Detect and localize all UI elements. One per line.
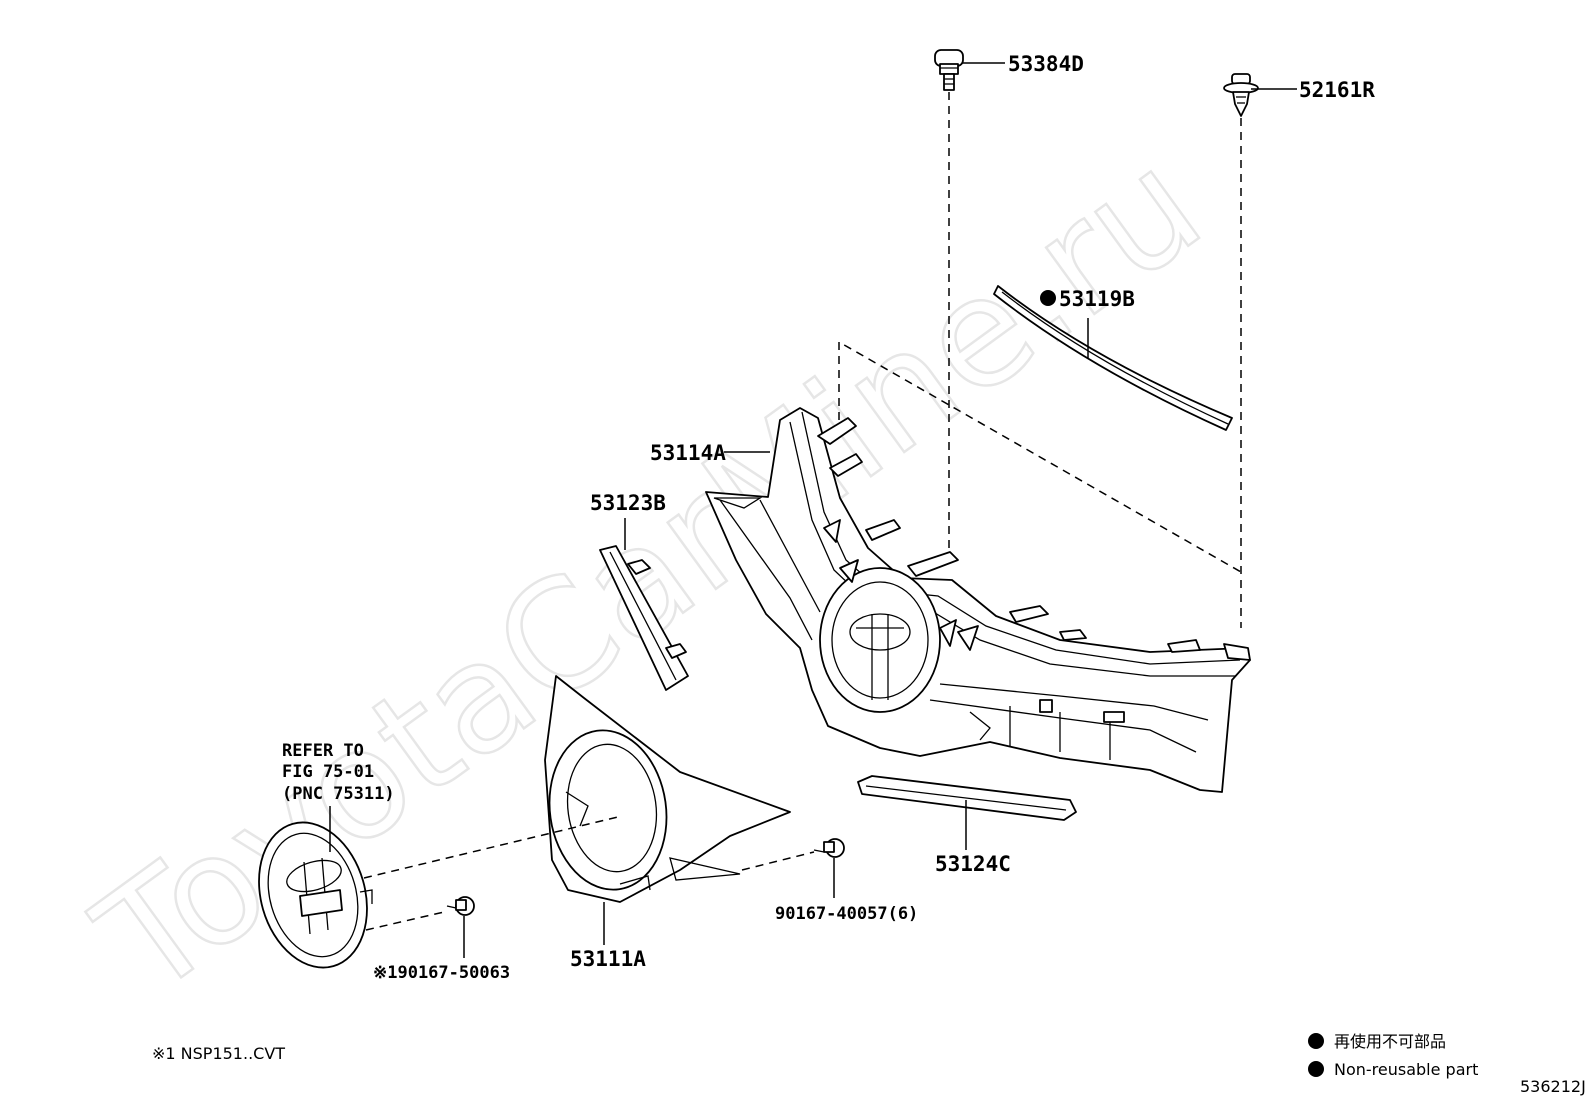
reference-line3: (PNC 75311)	[282, 784, 395, 804]
moulding-53119b[interactable]	[993, 285, 1233, 431]
screw-53384d-icon[interactable]	[934, 49, 964, 91]
lower-moulding-53124c[interactable]	[857, 775, 1077, 821]
guide-upper-frame	[838, 340, 1242, 573]
screw-90167-50063-icon[interactable]	[446, 896, 475, 916]
callout-53124c[interactable]: 53124C	[935, 852, 1011, 876]
screw-90167-40057-icon[interactable]	[813, 838, 845, 858]
legend-bullet-icon	[1308, 1033, 1324, 1049]
legend-japanese: 再使用不可部品	[1334, 1032, 1446, 1051]
callout-53114a[interactable]: 53114A	[650, 441, 726, 465]
reference-line2: FIG 75-01	[282, 762, 374, 782]
bracket-53123b[interactable]	[599, 545, 689, 691]
callout-53384d[interactable]: 53384D	[1008, 52, 1084, 76]
bezel-53111a[interactable]	[539, 675, 791, 903]
guide-emblem-screw	[365, 911, 445, 931]
legend-bullet-icon	[1308, 1061, 1324, 1077]
callout-53123b[interactable]: 53123B	[590, 491, 666, 515]
callout-90167-50063[interactable]: ※190167-50063	[373, 963, 510, 983]
guide-emblem	[363, 815, 623, 879]
callout-90167-40057[interactable]: 90167-40057(6)	[775, 904, 918, 924]
clip-52161r-icon[interactable]	[1223, 73, 1259, 117]
callout-53119b[interactable]: 53119B	[1059, 287, 1135, 311]
figure-id: 536212J	[1520, 1077, 1586, 1096]
legend-english: Non-reusable part	[1334, 1060, 1478, 1079]
radiator-grille-53114a[interactable]	[705, 407, 1251, 793]
reference-line1: REFER TO	[282, 741, 364, 761]
watermark: ToyotaCarMine.ru	[68, 118, 1231, 1030]
guide-bezel-screw	[741, 851, 815, 871]
non-reusable-bullet-icon	[1040, 290, 1056, 306]
footnote: ※1 NSP151..CVT	[152, 1044, 285, 1063]
callout-53111a[interactable]: 53111A	[570, 947, 646, 971]
emblem-icon[interactable]	[243, 810, 384, 981]
callout-52161r[interactable]: 52161R	[1299, 78, 1375, 102]
